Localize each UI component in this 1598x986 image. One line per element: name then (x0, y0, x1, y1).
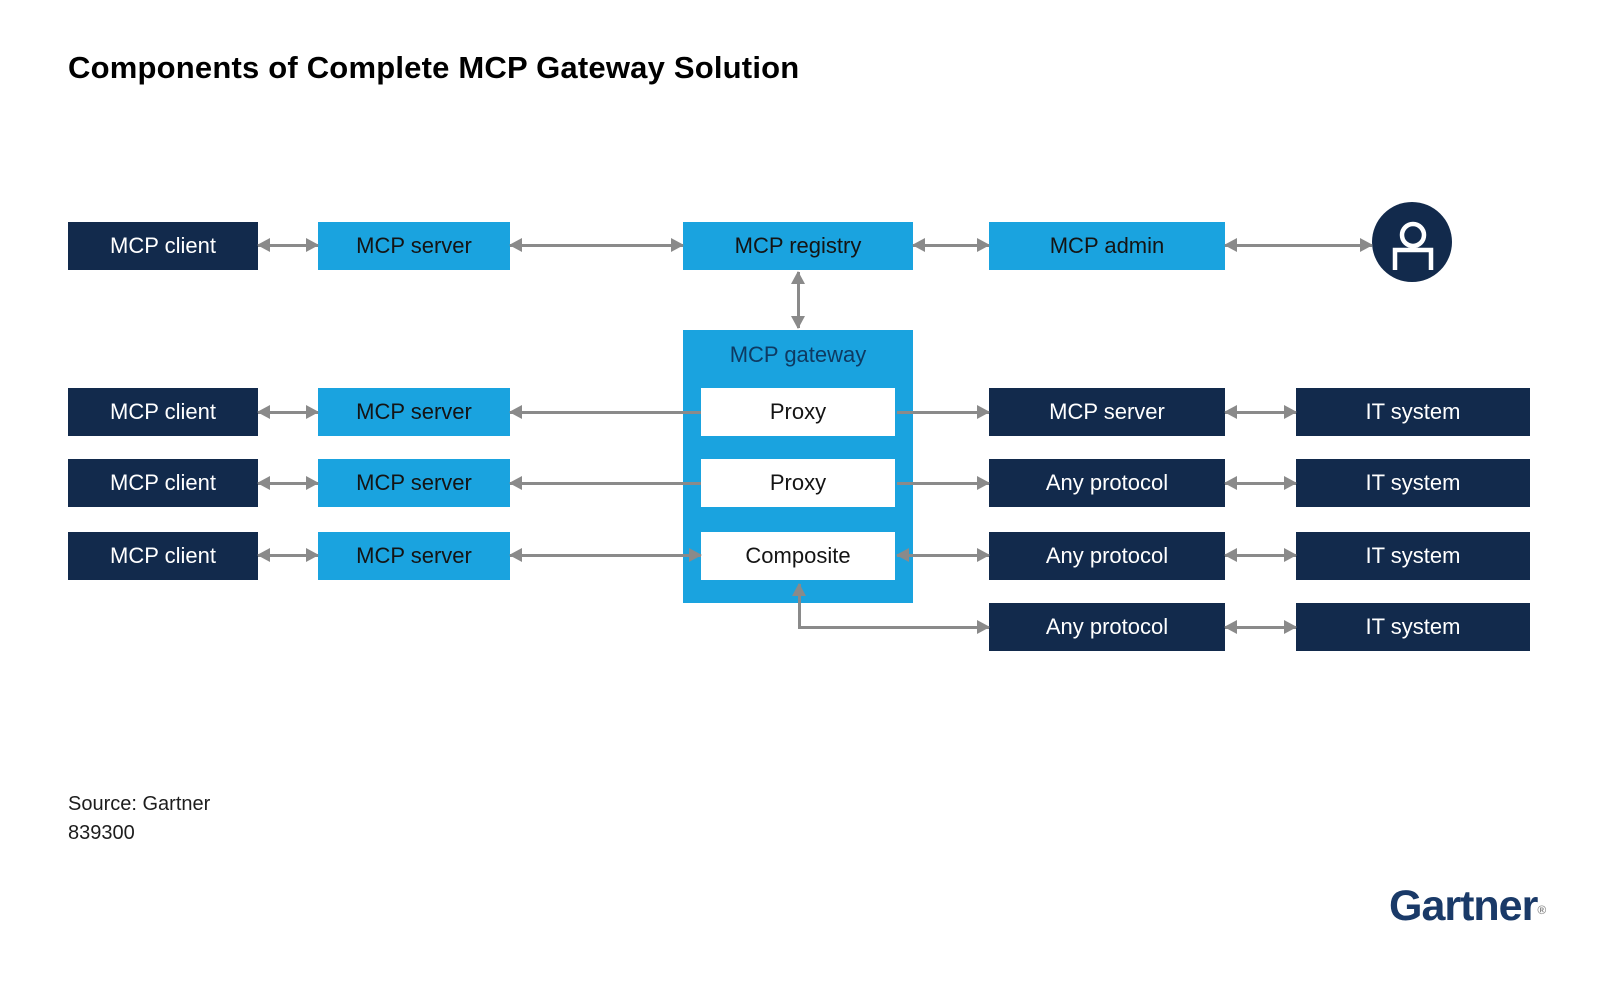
box-label: IT system (1365, 399, 1461, 424)
gateway-module-proxy-1: Proxy (701, 388, 895, 436)
arrow-proxy1-server2 (509, 405, 701, 419)
box-it-system-4: IT system (1296, 603, 1530, 651)
arrow-server1-registry (509, 238, 684, 252)
box-any-protocol-2: Any protocol (989, 532, 1225, 580)
person-icon (1372, 202, 1452, 282)
module-label: Proxy (769, 399, 827, 424)
box-it-system-2: IT system (1296, 459, 1530, 507)
box-mcp-server-2: MCP server (318, 388, 510, 436)
box-label: MCP admin (1049, 233, 1165, 258)
module-label: Proxy (769, 470, 827, 495)
arrow-backend4-it4 (1224, 620, 1297, 634)
box-mcp-client-3: MCP client (68, 459, 258, 507)
arrow-proxy1-backend1 (897, 405, 990, 419)
box-it-system-1: IT system (1296, 388, 1530, 436)
arrow-composite-backend3 (896, 548, 990, 562)
box-label: MCP registry (734, 233, 862, 258)
box-backend-mcp-server: MCP server (989, 388, 1225, 436)
source-note: Source: Gartner 839300 (68, 790, 210, 848)
box-label: MCP server (356, 233, 472, 258)
arrow-elbow-horizontal-backend4 (798, 620, 990, 634)
arrow-client4-server4 (257, 548, 319, 562)
arrow-backend3-it3 (1224, 548, 1297, 562)
arrow-admin-person (1224, 238, 1373, 252)
registered-mark: ® (1537, 903, 1547, 917)
arrow-client3-server3 (257, 476, 319, 490)
box-label: IT system (1365, 614, 1461, 639)
page-title: Components of Complete MCP Gateway Solut… (68, 50, 800, 85)
box-it-system-3: IT system (1296, 532, 1530, 580)
arrow-client2-server2 (257, 405, 319, 419)
gartner-logo-text: Gartner (1389, 882, 1538, 930)
box-label: MCP client (110, 543, 216, 568)
gateway-module-proxy-2: Proxy (701, 459, 895, 507)
arrow-backend2-it2 (1224, 476, 1297, 490)
box-mcp-server-3: MCP server (318, 459, 510, 507)
module-label: Composite (745, 543, 851, 568)
box-label: Any protocol (1045, 543, 1169, 568)
arrow-elbow-vertical-composite (792, 583, 806, 628)
box-mcp-registry: MCP registry (683, 222, 913, 270)
arrow-composite-server4 (509, 548, 702, 562)
box-mcp-server-1: MCP server (318, 222, 510, 270)
box-mcp-client-1: MCP client (68, 222, 258, 270)
box-mcp-client-4: MCP client (68, 532, 258, 580)
box-label: IT system (1365, 470, 1461, 495)
box-label: MCP client (110, 233, 216, 258)
box-any-protocol-3: Any protocol (989, 603, 1225, 651)
gartner-logo: Gartner® (1389, 882, 1546, 931)
box-label: Any protocol (1045, 614, 1169, 639)
source-id: 839300 (68, 822, 135, 844)
box-label: MCP client (110, 470, 216, 495)
arrow-proxy2-backend2 (897, 476, 990, 490)
box-label: Any protocol (1045, 470, 1169, 495)
box-label: IT system (1365, 543, 1461, 568)
source-line: Source: Gartner (68, 793, 211, 815)
arrow-registry-admin (912, 238, 990, 252)
box-mcp-client-2: MCP client (68, 388, 258, 436)
arrow-backend1-it1 (1224, 405, 1297, 419)
arrow-registry-gateway (791, 271, 805, 329)
gateway-title: MCP gateway (729, 342, 867, 367)
arrow-client1-server1 (257, 238, 319, 252)
box-label: MCP server (356, 470, 472, 495)
box-label: MCP server (1049, 399, 1165, 424)
box-label: MCP client (110, 399, 216, 424)
box-mcp-admin: MCP admin (989, 222, 1225, 270)
box-any-protocol-1: Any protocol (989, 459, 1225, 507)
box-label: MCP server (356, 399, 472, 424)
box-mcp-server-4: MCP server (318, 532, 510, 580)
arrow-proxy2-server3 (509, 476, 701, 490)
gateway-module-composite: Composite (701, 532, 895, 580)
box-label: MCP server (356, 543, 472, 568)
mcp-gateway-container: MCP gateway Proxy Proxy Composite (683, 330, 913, 603)
